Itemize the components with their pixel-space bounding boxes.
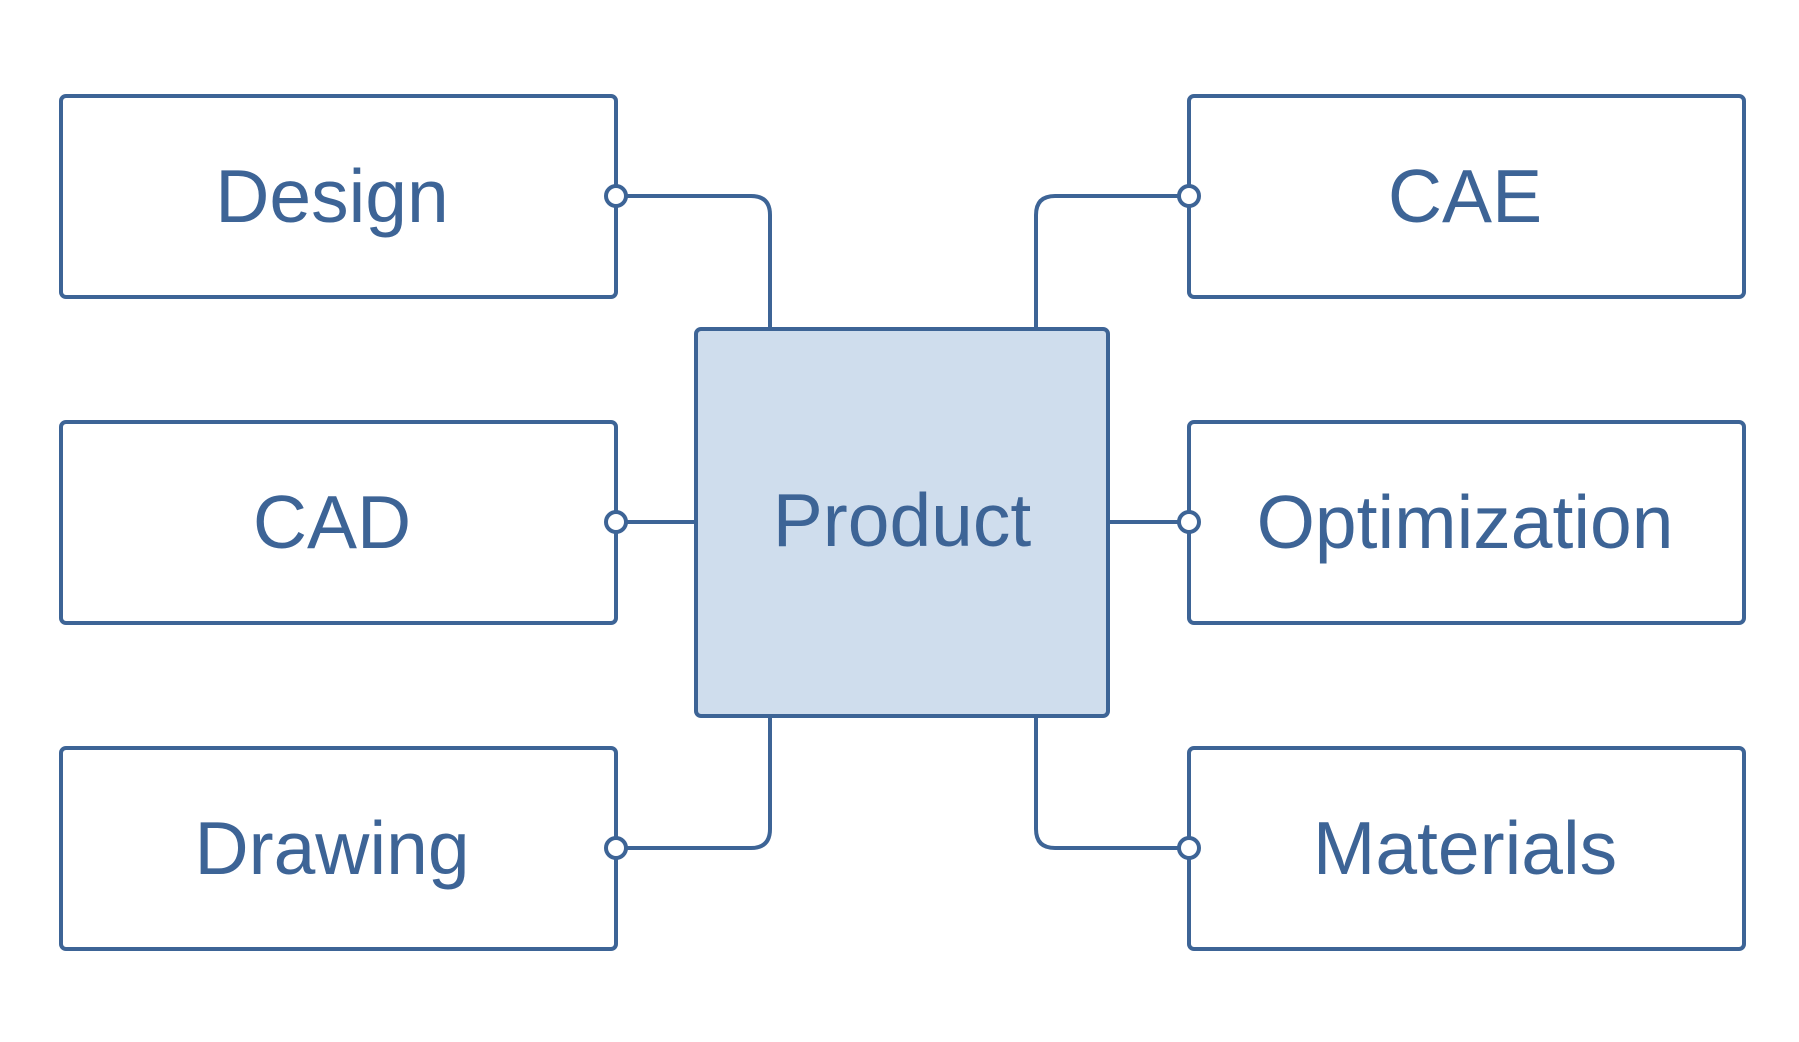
center-node-label: Product	[773, 478, 1032, 562]
node-cae[interactable]: CAE	[1187, 94, 1746, 299]
port-optimization	[1177, 510, 1201, 534]
connectors	[616, 194, 1189, 850]
node-optimization-label: Optimization	[1257, 480, 1674, 564]
port-cad	[604, 510, 628, 534]
node-cad[interactable]: CAD	[59, 420, 618, 625]
node-drawing-label: Drawing	[194, 806, 469, 890]
connector-design	[616, 194, 772, 329]
port-design	[604, 184, 628, 208]
node-cae-label: CAE	[1388, 154, 1542, 238]
node-design-label: Design	[215, 154, 448, 238]
ports	[604, 184, 1201, 860]
node-drawing[interactable]: Drawing	[59, 746, 618, 951]
node-design[interactable]: Design	[59, 94, 618, 299]
node-materials[interactable]: Materials	[1187, 746, 1746, 951]
node-materials-label: Materials	[1313, 806, 1617, 890]
center-node-box	[694, 327, 1110, 718]
center-node[interactable]: Product	[694, 327, 1110, 718]
node-optimization[interactable]: Optimization	[1187, 420, 1746, 625]
port-cae	[1177, 184, 1201, 208]
node-cad-label: CAD	[253, 480, 411, 564]
connector-cae	[1034, 194, 1189, 329]
port-materials	[1177, 836, 1201, 860]
connector-materials	[1034, 716, 1189, 850]
connector-drawing	[616, 716, 772, 850]
port-drawing	[604, 836, 628, 860]
